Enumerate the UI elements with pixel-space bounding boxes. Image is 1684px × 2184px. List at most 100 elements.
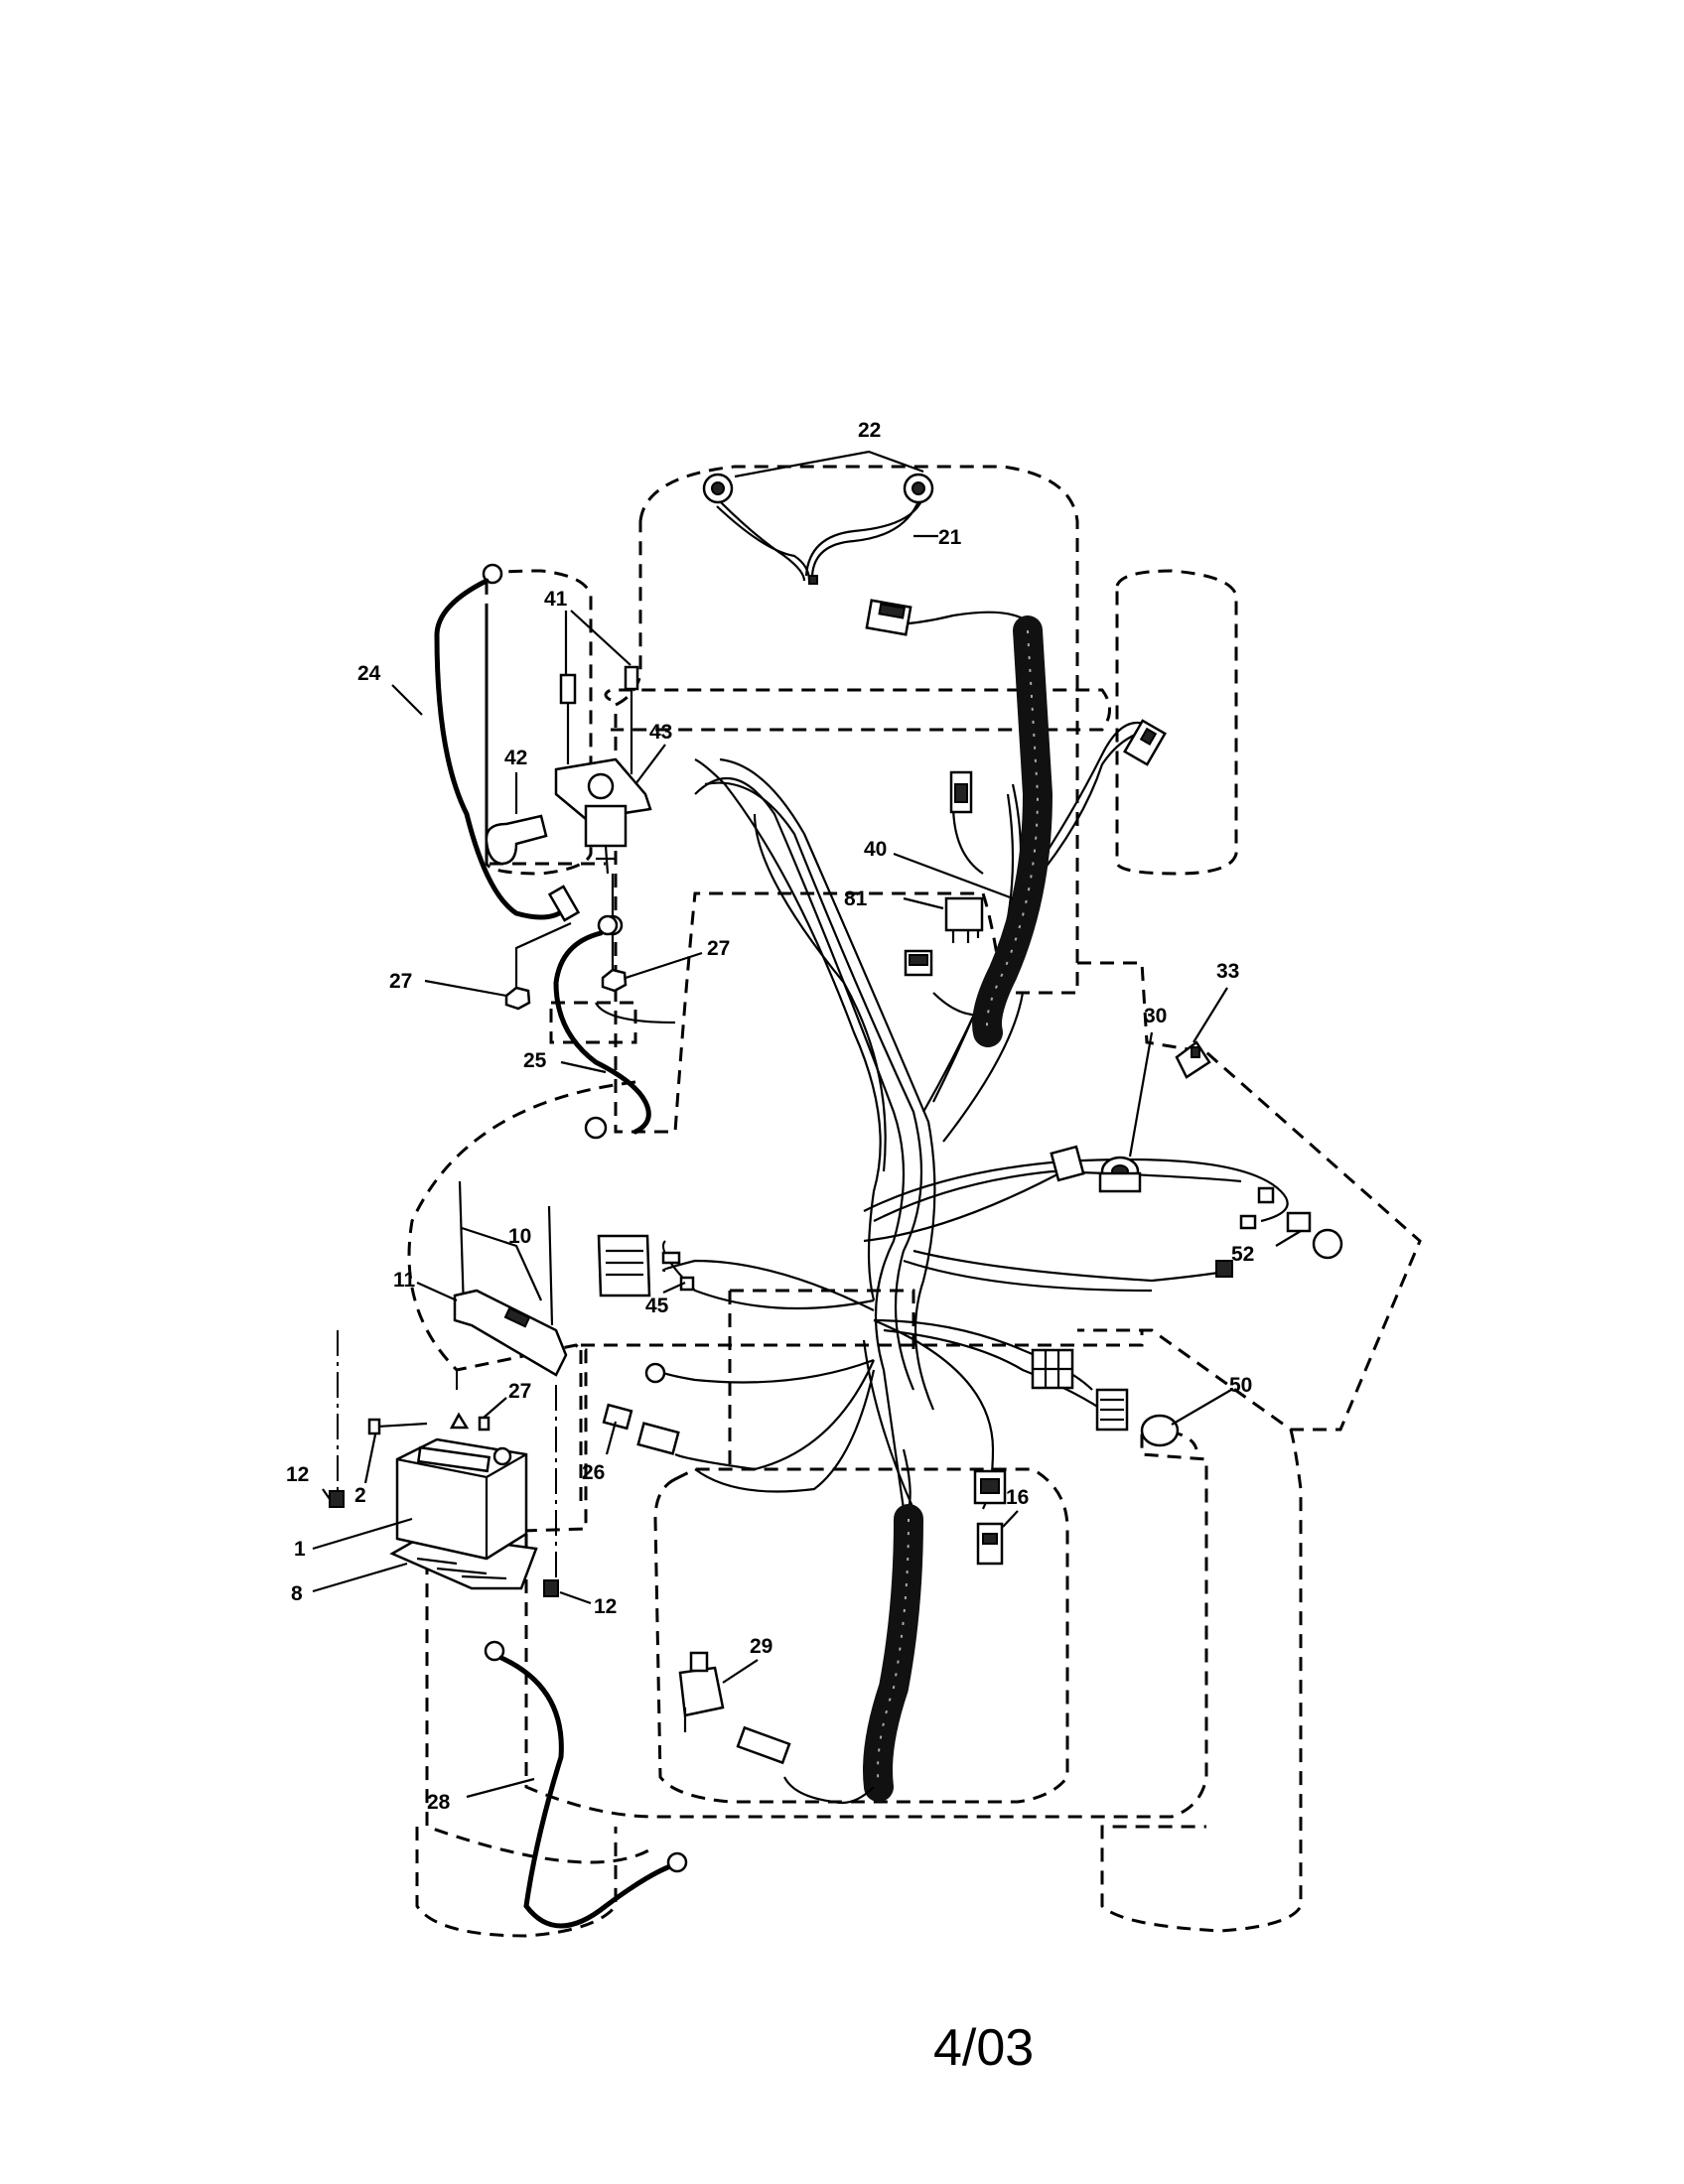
cable-28-path	[498, 1655, 673, 1929]
leader-33	[1193, 987, 1228, 1043]
callout-42: 42	[504, 747, 527, 769]
plug-16	[973, 1469, 1007, 1566]
harness-wire	[862, 1339, 915, 1510]
headlight-wire	[716, 505, 811, 582]
coil-rings	[986, 629, 1040, 1033]
callout-27c: 27	[508, 1380, 531, 1403]
nut-27-left	[504, 986, 531, 1011]
cable-24-eyelet-top	[482, 563, 503, 585]
battery-top-edge	[396, 1453, 527, 1559]
callout-11: 11	[393, 1269, 416, 1292]
leader-lines	[312, 450, 1302, 1799]
harness-wire	[595, 1002, 676, 1024]
harness-wire	[1032, 721, 1148, 875]
leader-24	[391, 684, 423, 716]
leader-22	[734, 450, 924, 478]
callout-41: 41	[544, 588, 568, 611]
headlight-assembly	[702, 473, 934, 585]
ignition-switch	[1050, 1145, 1142, 1193]
callout-16: 16	[1006, 1486, 1029, 1509]
ground-eyelet	[644, 1362, 666, 1384]
battery-bolt-head	[367, 1418, 381, 1435]
rear-body-outline	[407, 1080, 656, 1864]
end-connector-a	[1257, 1186, 1275, 1204]
headlight-lamp-right-inner	[912, 481, 925, 495]
callout-22: 22	[858, 419, 881, 442]
fuse-holder-lines	[606, 1249, 643, 1277]
rear-frame-outline	[581, 1330, 1144, 1347]
callout-81: 81	[844, 887, 868, 910]
mid-connectors	[904, 770, 973, 977]
hood-outline	[614, 465, 1079, 1134]
callout-40: 40	[864, 838, 887, 861]
headlight-wire	[810, 500, 920, 577]
harness-wire	[753, 813, 887, 1172]
relay-body	[944, 896, 984, 932]
leader-1	[312, 1517, 413, 1551]
solenoid-stud	[596, 845, 616, 875]
lamp-bulb	[1312, 1228, 1343, 1260]
six-pin-connector-grid	[1033, 1350, 1072, 1388]
headlight-wire	[719, 500, 806, 582]
leader-2	[363, 1433, 377, 1484]
headlight-wire	[804, 495, 925, 577]
seat-deck-outline	[653, 1467, 1069, 1804]
leader-27a-b	[514, 921, 572, 988]
callout-8: 8	[291, 1582, 303, 1605]
dash-panel-outline	[1077, 961, 1422, 1432]
lamp-socket	[1286, 1211, 1312, 1233]
harness-wire	[863, 1165, 1073, 1243]
battery	[389, 1412, 538, 1590]
right-connector-pins	[1139, 727, 1158, 746]
callout-28: 28	[427, 1791, 451, 1814]
solenoid-body	[584, 804, 628, 848]
hold-down-bracket	[453, 1289, 568, 1377]
seat-switch-plunger	[689, 1651, 709, 1673]
leader-52	[1275, 1230, 1302, 1247]
callout-26: 26	[582, 1461, 605, 1484]
harness-wire	[704, 781, 923, 1391]
battery-nut-27	[478, 1416, 491, 1432]
end-connector-52	[1215, 1260, 1233, 1278]
battery-hold-down	[453, 1180, 568, 1377]
clip-12-right	[543, 1579, 559, 1597]
leader-81	[903, 896, 944, 910]
right-side-connector	[1123, 719, 1167, 766]
leader-25	[560, 1060, 607, 1074]
relay	[944, 896, 984, 943]
light-switch-ribs	[1100, 1398, 1124, 1422]
ignition-switch-base	[1098, 1171, 1142, 1193]
battery-terminal-neg	[492, 1446, 512, 1466]
harness-wire	[654, 1358, 875, 1384]
solenoid-bolt-shaft	[566, 689, 633, 774]
battery-terminal-pos	[449, 1412, 470, 1430]
cable-25	[553, 914, 651, 1140]
solenoid-bolt-right	[624, 665, 639, 691]
harness-wire	[674, 1359, 876, 1471]
callout-29: 29	[750, 1635, 772, 1658]
callout-27b: 27	[707, 937, 730, 960]
callout-10: 10	[508, 1225, 531, 1248]
pto-switch-tab	[1191, 1046, 1200, 1058]
right-rear-wheel-outline	[1100, 1429, 1303, 1933]
coiled-sleeve-upper	[972, 615, 1053, 1047]
harness-wire	[694, 1369, 876, 1493]
harness-wire	[902, 1448, 912, 1510]
leader-8	[312, 1562, 408, 1593]
left-front-wheel-outline	[485, 569, 593, 876]
cable-28	[484, 1640, 688, 1929]
light-switch	[1095, 1388, 1180, 1447]
nut-27-right	[601, 968, 628, 993]
engine-area-outline	[485, 615, 606, 866]
leader-16	[1002, 1510, 1019, 1528]
callout-12a: 12	[286, 1463, 309, 1486]
cable-24-lug	[547, 885, 581, 922]
fuse-holder-body	[597, 1234, 651, 1297]
battery-body	[395, 1437, 528, 1561]
harness-wire	[694, 777, 906, 1510]
terminal-boot	[485, 814, 548, 866]
right-front-wheel-outline	[1115, 569, 1238, 876]
callout-24: 24	[357, 662, 381, 685]
callout-12b: 12	[594, 1595, 617, 1618]
